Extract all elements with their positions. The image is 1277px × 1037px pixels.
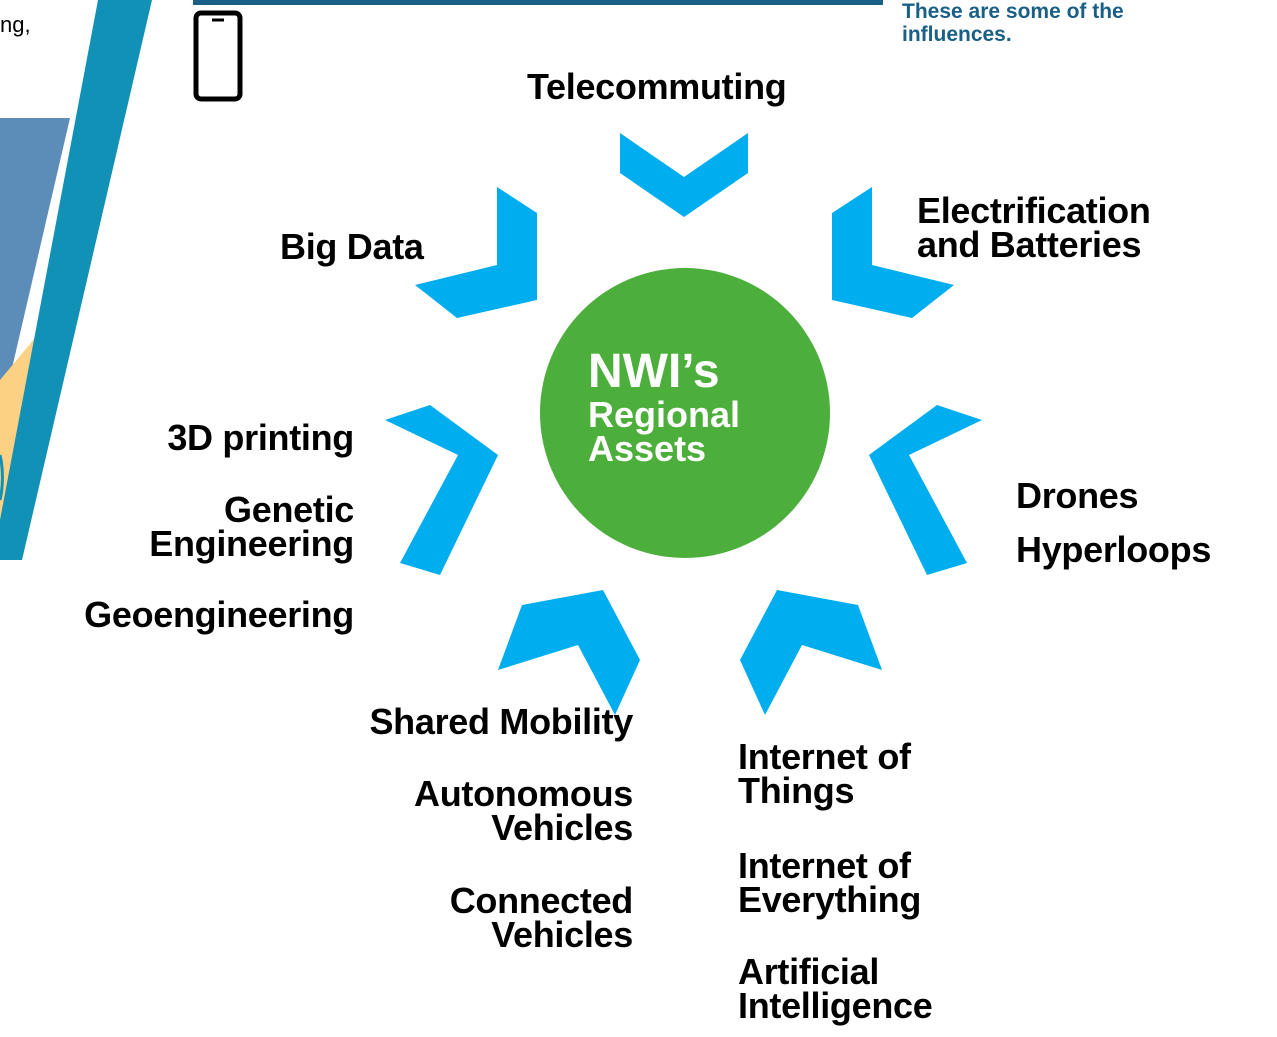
label-line: Artificial — [738, 951, 880, 992]
label-line: Autonomous — [414, 773, 633, 814]
center-subtitle-line: Regional — [588, 394, 741, 435]
center-title: NWI’s — [588, 345, 720, 398]
arrow-electrification — [832, 187, 954, 318]
label-line: Genetic — [224, 489, 354, 530]
cut-off-text-fragment: ng, — [0, 12, 31, 37]
smartphone-icon — [193, 10, 243, 102]
label-genetic-engineering: Genetic Engineering — [149, 489, 354, 564]
label-telecommuting: Telecommuting — [527, 66, 787, 107]
label-line: and Batteries — [917, 224, 1142, 265]
label-line: Drones — [1016, 475, 1139, 516]
arrow-big-data — [415, 187, 537, 318]
label-internet-of-everything: Internet of Everything — [738, 845, 922, 920]
label-artificial-intelligence: Artificial Intelligence — [738, 951, 933, 1026]
label-autonomous-vehicles: Autonomous Vehicles — [414, 773, 633, 848]
label-line: 3D printing — [167, 417, 354, 458]
label-shared-mobility: Shared Mobility — [369, 701, 633, 742]
label-3d-printing: 3D printing — [167, 417, 354, 458]
label-line: Internet of — [738, 736, 911, 777]
label-line: Shared Mobility — [369, 701, 633, 742]
left-panel-blue — [0, 118, 70, 420]
label-line: Hyperloops — [1016, 529, 1212, 570]
corner-note: These are some of the influences. — [902, 0, 1124, 46]
label-hyperloops: Hyperloops — [1016, 529, 1212, 570]
corner-note-line: influences. — [902, 23, 1012, 46]
label-line: Engineering — [149, 523, 354, 564]
corner-note-line: These are some of the — [902, 0, 1124, 23]
label-internet-of-things: Internet of Things — [738, 736, 911, 811]
label-line: Telecommuting — [527, 66, 787, 107]
arrow-3d-printing — [385, 405, 498, 575]
label-line: Geoengineering — [84, 594, 354, 635]
label-line: Internet of — [738, 845, 911, 886]
arrow-shared-mobility — [498, 590, 640, 715]
label-geoengineering: Geoengineering — [84, 594, 354, 635]
arrow-drones — [869, 405, 982, 575]
label-line: Electrification — [917, 190, 1151, 231]
center-circle — [540, 268, 830, 558]
left-panel-teal — [0, 0, 152, 560]
label-drones: Drones — [1016, 475, 1139, 516]
arrow-internet-of-things — [740, 590, 882, 715]
left-panel-ring — [0, 454, 4, 501]
label-line: Connected — [449, 880, 634, 921]
center-subtitle: Regional Assets — [588, 394, 741, 469]
label-line: Everything — [738, 879, 922, 920]
label-line: Things — [738, 770, 855, 811]
arrow-telecommuting — [620, 133, 748, 217]
label-line: Vehicles — [491, 807, 633, 848]
label-big-data: Big Data — [280, 226, 424, 267]
center-subtitle-line: Assets — [588, 428, 707, 469]
header-bar — [193, 0, 883, 5]
label-line: Vehicles — [491, 914, 633, 955]
label-electrification: Electrification and Batteries — [917, 190, 1151, 265]
label-line: Intelligence — [738, 985, 933, 1026]
label-connected-vehicles: Connected Vehicles — [449, 880, 634, 955]
label-line: Big Data — [280, 226, 424, 267]
